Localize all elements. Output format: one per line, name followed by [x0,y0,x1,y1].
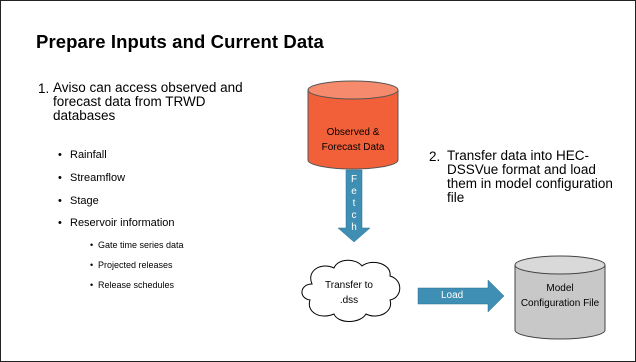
item1-text: Aviso can access observed and forecast d… [53,80,243,123]
model-database-cylinder [514,255,606,340]
source-database-cylinder [307,80,399,170]
item1-number: 1. [38,81,50,96]
item2-number: 2. [429,149,441,164]
transfer-cloud [301,259,401,322]
source-database-label: Observed & Forecast Data [321,127,385,153]
slide-title: Prepare Inputs and Current Data [36,31,324,52]
fetch-letter-c: c [351,210,357,221]
sub-bullet-gate-time-series: •Gate time series data [90,240,184,250]
bullet-reservoir-information: •Reservoir information [58,217,175,229]
bullet-streamflow: •Streamflow [58,172,126,184]
item2-text: Transfer data into HEC-DSSVue format and… [447,148,613,205]
transfer-cloud-label: Transfer to .dss [325,280,373,306]
load-arrow-label: Load [441,290,464,301]
fetch-letter-h: h [351,222,357,233]
fetch-arrow [337,169,371,243]
sub-bullet-release-schedules: •Release schedules [90,280,175,290]
bullet-stage: •Stage [58,195,99,207]
load-arrow [417,279,505,313]
sub-bullet-projected-releases: •Projected releases [90,260,173,270]
fetch-letter-t: t [352,198,356,209]
fetch-letter-f: F [350,174,358,185]
bullet-rainfall: •Rainfall [58,149,107,161]
model-database-label: Model Configuration File [520,283,600,309]
fetch-letter-e: e [351,186,357,197]
